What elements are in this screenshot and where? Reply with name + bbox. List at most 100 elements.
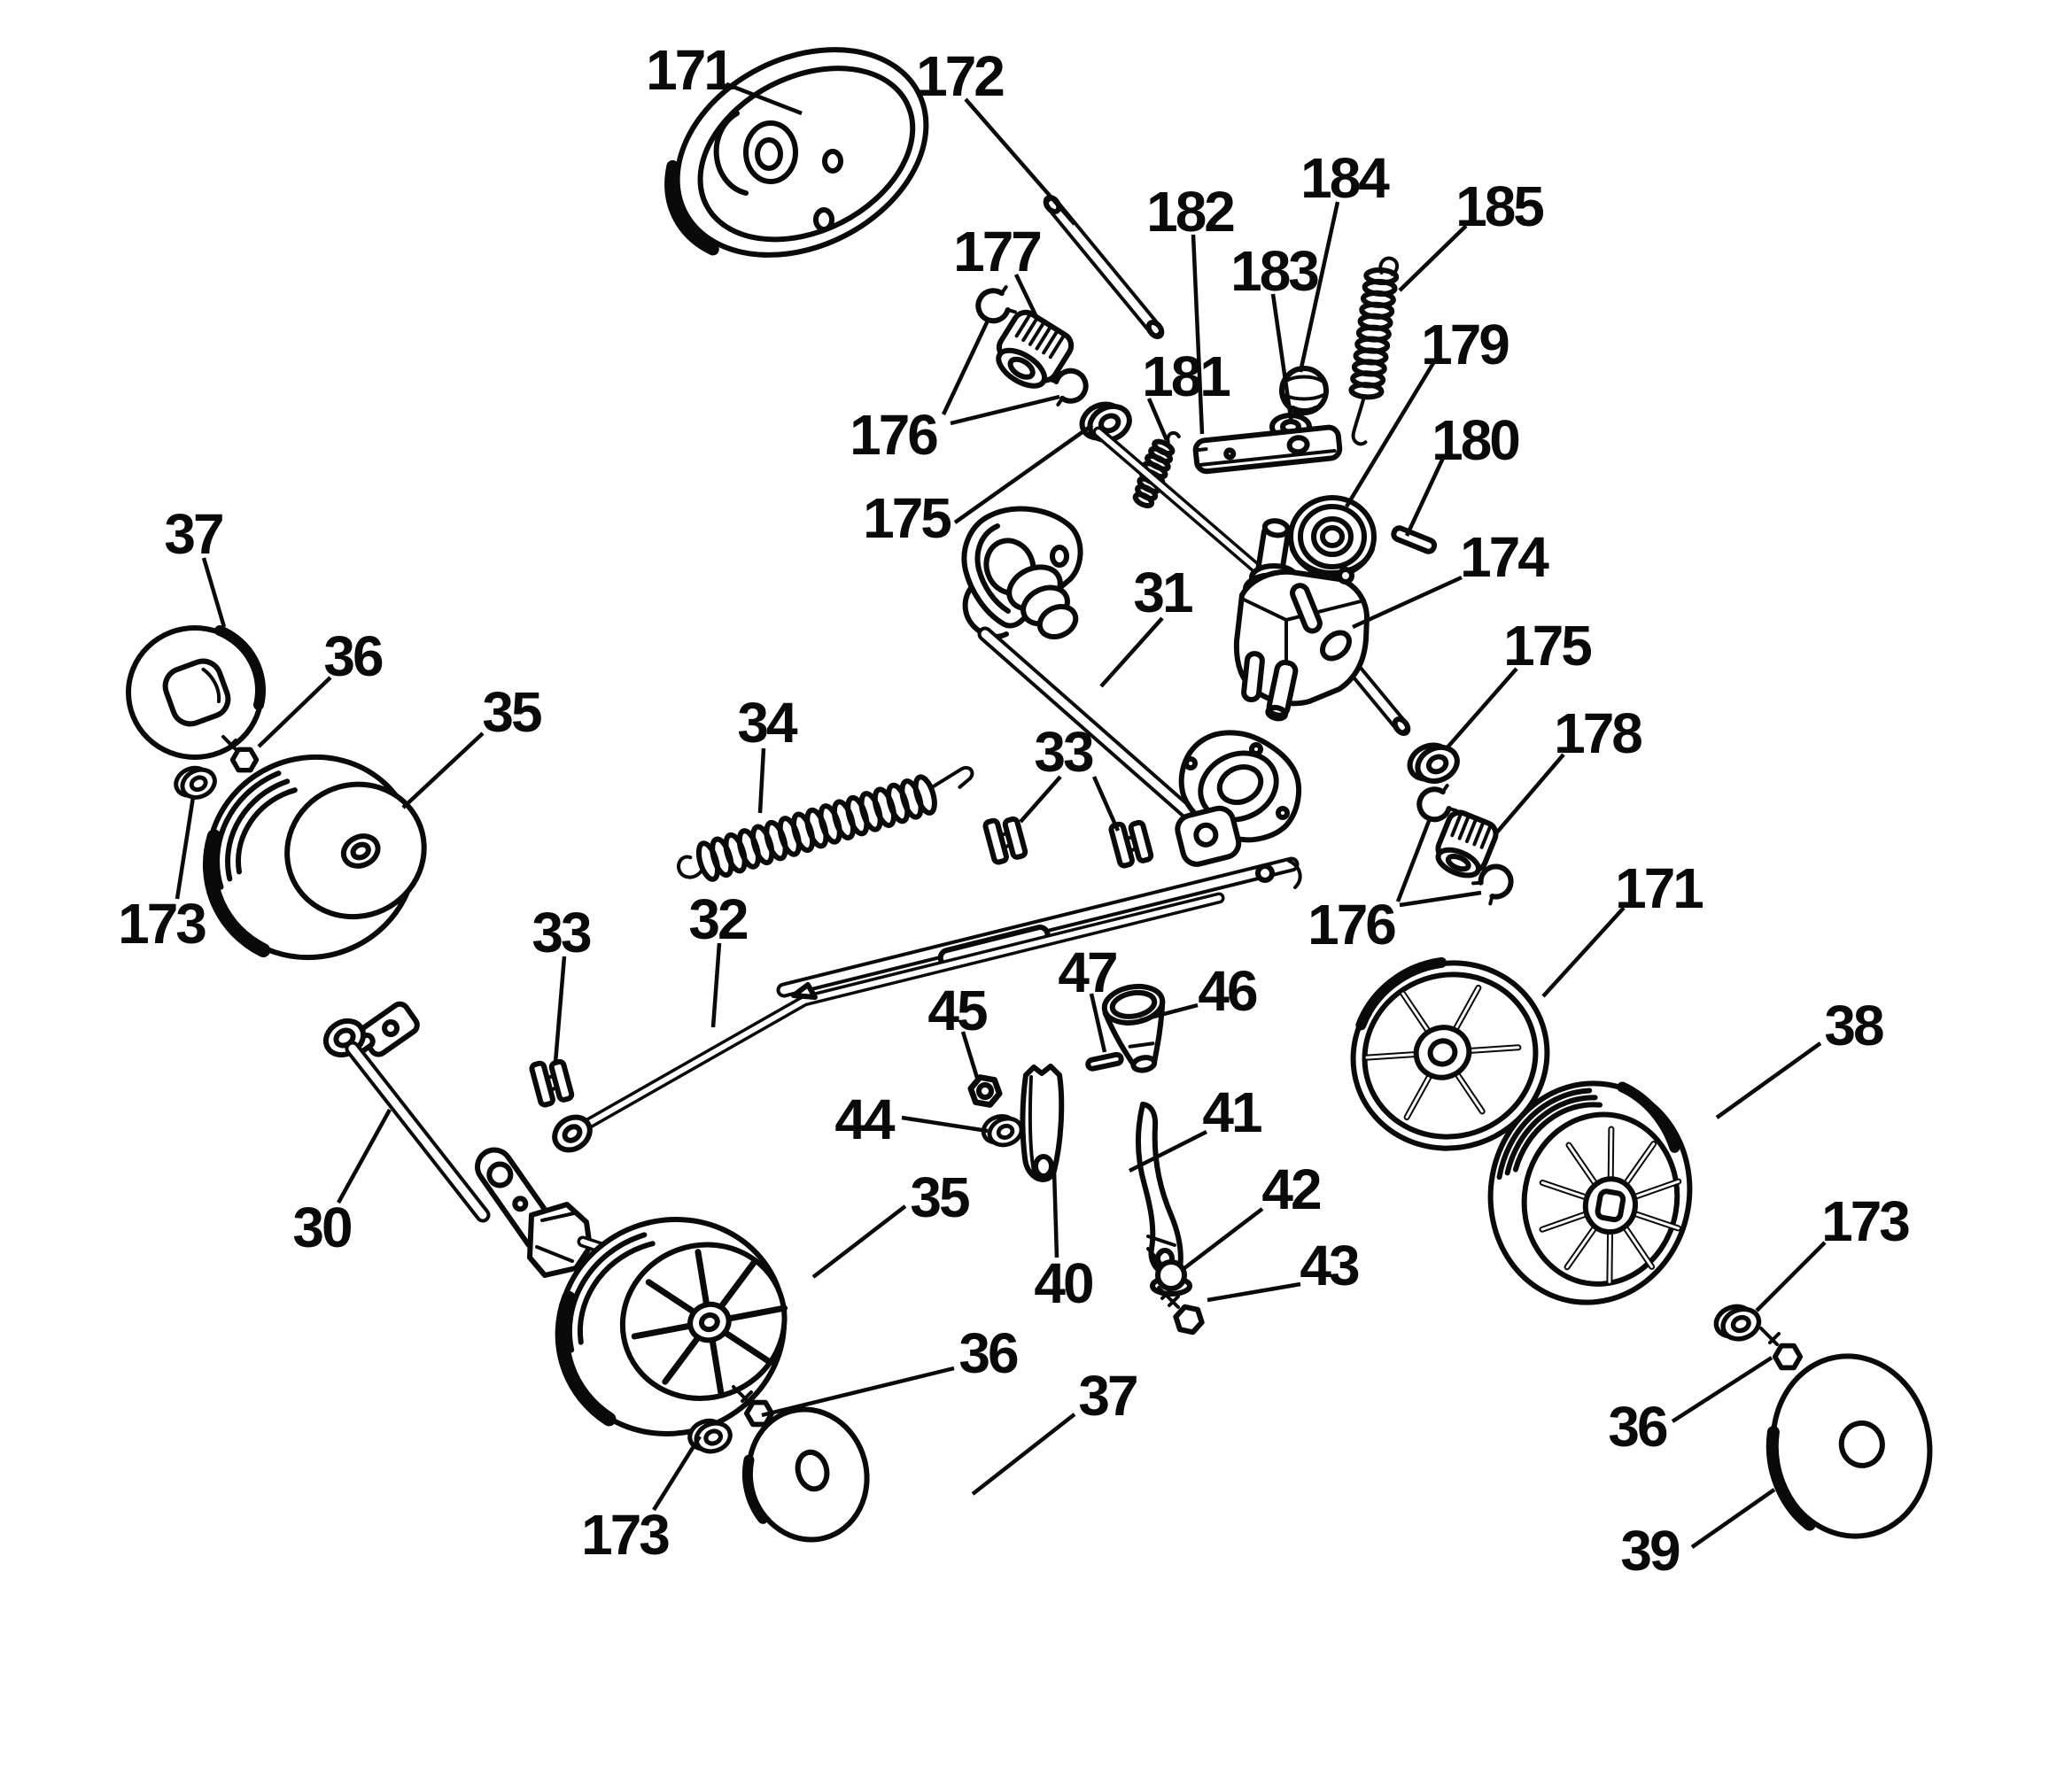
leader-line-30 bbox=[1089, 993, 1107, 1053]
bolt-36-center-shank bbox=[732, 1385, 753, 1405]
leader-line-14 bbox=[1445, 667, 1518, 750]
part-label-46-28: 46 bbox=[1198, 959, 1257, 1023]
leader-line-2 bbox=[1013, 274, 1041, 321]
leader-line-26 bbox=[1395, 816, 1433, 902]
part-label-35-17: 35 bbox=[482, 680, 541, 744]
part-label-173-37: 173 bbox=[1821, 1189, 1909, 1253]
part-label-174-12: 174 bbox=[1460, 525, 1549, 589]
roll-pin-180 bbox=[1391, 525, 1438, 554]
leader-line-37 bbox=[1183, 1207, 1264, 1270]
part-label-35-33: 35 bbox=[910, 1165, 969, 1229]
part-label-177-2: 177 bbox=[953, 220, 1040, 283]
leader-lines bbox=[175, 81, 1827, 1549]
part-label-47-27: 47 bbox=[1058, 941, 1116, 1004]
part-label-176-10: 176 bbox=[850, 403, 937, 467]
leader-line-36 bbox=[811, 1204, 907, 1279]
leader-line-32 bbox=[960, 1031, 980, 1079]
leader-line-31 bbox=[1139, 1002, 1199, 1023]
drive-pulley-179 bbox=[1288, 495, 1377, 578]
rear-wheel-35-left bbox=[202, 754, 427, 961]
leader-line-10 bbox=[941, 320, 990, 415]
leader-line-8 bbox=[1345, 361, 1435, 508]
leader-line-23 bbox=[175, 796, 196, 900]
flange-washer-175-right bbox=[1404, 736, 1463, 789]
leader-line-15 bbox=[1494, 753, 1565, 836]
part-label-172-1: 172 bbox=[916, 44, 1004, 108]
height-adjuster-rod-31 bbox=[977, 626, 1229, 849]
link-rod-32 bbox=[552, 892, 1225, 1153]
part-label-36-38: 36 bbox=[958, 1321, 1018, 1385]
bolt-36-right-shank bbox=[1759, 1327, 1781, 1346]
part-label-181-7: 181 bbox=[1142, 344, 1230, 408]
adjuster-nut-184 bbox=[1279, 366, 1329, 415]
leader-line-34 bbox=[1128, 1129, 1208, 1173]
leader-line-13 bbox=[1352, 575, 1463, 630]
part-label-175-11: 175 bbox=[863, 486, 951, 550]
drive-shaft bbox=[1092, 426, 1271, 582]
leader-line-16 bbox=[201, 557, 227, 628]
part-label-45-29: 45 bbox=[927, 979, 987, 1042]
leader-line-19 bbox=[757, 747, 766, 814]
part-label-37-15: 37 bbox=[164, 502, 222, 566]
washer-173-right bbox=[1712, 1300, 1764, 1346]
leader-line-25 bbox=[710, 942, 722, 1028]
drive-sprocket-177 bbox=[996, 309, 1075, 389]
part-label-179-8: 179 bbox=[1421, 313, 1509, 376]
leader-line-28 bbox=[1541, 906, 1626, 998]
pinion-gear-178 bbox=[1435, 809, 1499, 879]
drive-wheel-171-right bbox=[1350, 956, 1550, 1151]
shift-knob-46 bbox=[1101, 983, 1166, 1073]
leader-line-17 bbox=[257, 676, 332, 748]
leader-line-35 bbox=[337, 1108, 392, 1204]
part-label-184-3: 184 bbox=[1300, 146, 1390, 210]
transmission-mount-plate bbox=[1178, 730, 1302, 843]
shift-lever-41 bbox=[1135, 1102, 1183, 1280]
part-label-175-13: 175 bbox=[1503, 614, 1591, 677]
leader-line-27 bbox=[1399, 890, 1482, 908]
part-label-30-32: 30 bbox=[292, 1196, 351, 1259]
retaining-ring-176-upper bbox=[974, 285, 1016, 325]
hub-cap-39 bbox=[1765, 1353, 1933, 1539]
leader-line-38 bbox=[1207, 1281, 1301, 1303]
hex-bolt-43 bbox=[1157, 1286, 1204, 1334]
upper-link-bar bbox=[776, 805, 1302, 998]
leader-line-42 bbox=[971, 1413, 1076, 1496]
part-label-38-26: 38 bbox=[1824, 994, 1883, 1057]
hub-cap-37-center bbox=[741, 1406, 870, 1543]
leader-line-1 bbox=[964, 97, 1076, 226]
part-label-180-9: 180 bbox=[1432, 408, 1518, 472]
leader-line-12 bbox=[953, 423, 1094, 524]
part-label-43-35: 43 bbox=[1300, 1234, 1359, 1297]
part-label-36-16: 36 bbox=[323, 624, 383, 688]
part-label-171-0: 171 bbox=[646, 38, 733, 102]
part-label-183-6: 183 bbox=[1230, 239, 1318, 303]
part-label-34-18: 34 bbox=[737, 691, 798, 755]
leader-line-4 bbox=[1398, 224, 1468, 292]
shift-bracket-40 bbox=[1020, 1064, 1065, 1182]
part-label-31-19: 31 bbox=[1133, 561, 1192, 624]
shoulder-bolt-36-left bbox=[233, 749, 257, 770]
part-label-182-5: 182 bbox=[1146, 180, 1234, 244]
part-label-33-22: 33 bbox=[532, 901, 591, 964]
leader-line-33 bbox=[901, 1115, 989, 1134]
part-label-37-39: 37 bbox=[1078, 1364, 1137, 1428]
transmission-gearbox-174 bbox=[1233, 518, 1411, 736]
part-label-185-4: 185 bbox=[1455, 174, 1543, 238]
shoulder-bolt-36-right bbox=[1775, 1346, 1801, 1368]
leader-line-43 bbox=[1671, 1356, 1773, 1423]
leader-line-20 bbox=[1099, 616, 1164, 688]
part-label-176-24: 176 bbox=[1308, 893, 1395, 956]
bolt-36-left-shank bbox=[221, 735, 237, 751]
leader-line-0 bbox=[726, 81, 803, 116]
part-label-41-31: 41 bbox=[1202, 1080, 1261, 1144]
part-label-171-25: 171 bbox=[1615, 856, 1703, 920]
extension-spring-34 bbox=[677, 765, 974, 882]
lift-rod-172 bbox=[1043, 195, 1165, 339]
lock-nut-45 bbox=[968, 1076, 1001, 1106]
part-label-36-40: 36 bbox=[1608, 1395, 1667, 1459]
part-label-39-42: 39 bbox=[1620, 1519, 1680, 1583]
leader-line-11 bbox=[950, 394, 1060, 426]
leader-line-44 bbox=[652, 1435, 702, 1512]
